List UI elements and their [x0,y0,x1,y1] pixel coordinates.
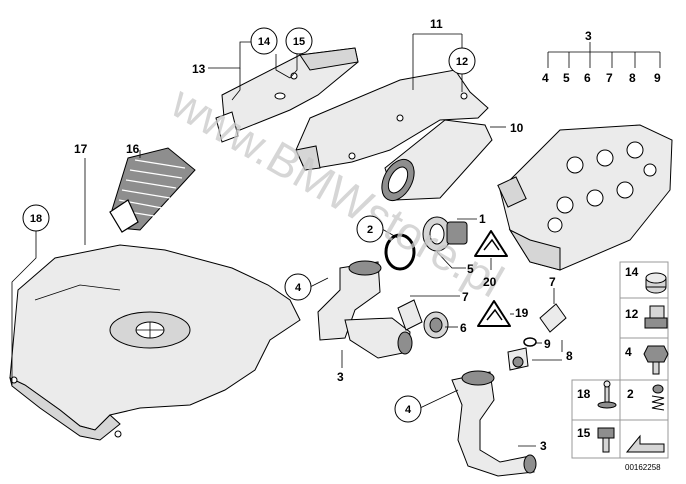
label-1: 1 [479,212,486,226]
label-19: 19 [515,306,529,320]
cap-part-7-b [539,303,567,333]
wrench-arrow-icon [625,434,665,453]
engine-cover-part-17 [9,244,301,441]
table-label-4: 4 [625,345,632,359]
label-5: 5 [563,71,570,85]
intake-duct-part-13 [215,47,359,143]
label-14: 14 [258,36,271,48]
label-4: 4 [542,71,549,85]
cap-part-7-a [397,299,423,331]
sensor-part-1 [422,216,468,252]
seal-ring-part-2 [384,233,416,271]
label-9b: 9 [544,337,551,351]
cylinder-head-cover [497,124,673,271]
label-3: 3 [585,29,592,43]
label-2: 2 [367,224,373,236]
label-18: 18 [30,213,42,225]
label-8: 8 [629,71,636,85]
label-3c: 3 [540,439,547,453]
bellows-part-16 [109,147,196,233]
label-16: 16 [126,142,140,156]
label-20: 20 [483,275,497,289]
air-filter-part-10 [381,119,493,202]
clip-part-9 [523,337,537,347]
label-3b: 3 [337,370,344,384]
hazard-triangle-icon [477,300,511,327]
small-parts-table: 14 12 4 18 2 15 00162258 [571,261,669,472]
hose-part-3-upper [317,260,413,359]
label-10: 10 [510,121,524,135]
label-8b: 8 [566,349,573,363]
table-label-2: 2 [627,387,634,401]
hose-part-3-lower [451,370,537,477]
label-13: 13 [192,62,206,76]
air-filter-housing-part-11 [295,69,489,171]
valve-part-8 [507,347,529,371]
label-4c: 4 [405,404,412,416]
label-11: 11 [430,17,443,31]
table-label-18: 18 [577,387,591,401]
label-17: 17 [74,142,88,156]
table-label-15: 15 [577,426,591,440]
label-7c: 7 [549,275,556,289]
callout-labels: 14 15 13 11 12 10 3 4 5 6 7 8 9 16 17 18… [22,17,661,453]
label-6b: 6 [460,321,467,335]
grommet-part-6 [423,311,449,339]
label-6: 6 [584,71,591,85]
table-label-14: 14 [625,265,639,279]
table-label-12: 12 [625,307,639,321]
label-4b: 4 [295,282,302,294]
hazard-triangle-icon [474,230,508,257]
leader-lines [11,33,661,447]
diagram-number: 00162258 [625,463,661,472]
label-7: 7 [606,71,613,85]
label-5b: 5 [467,262,474,276]
label-9: 9 [654,71,661,85]
label-7b: 7 [462,290,469,304]
label-15: 15 [293,36,305,48]
label-12: 12 [456,56,468,68]
